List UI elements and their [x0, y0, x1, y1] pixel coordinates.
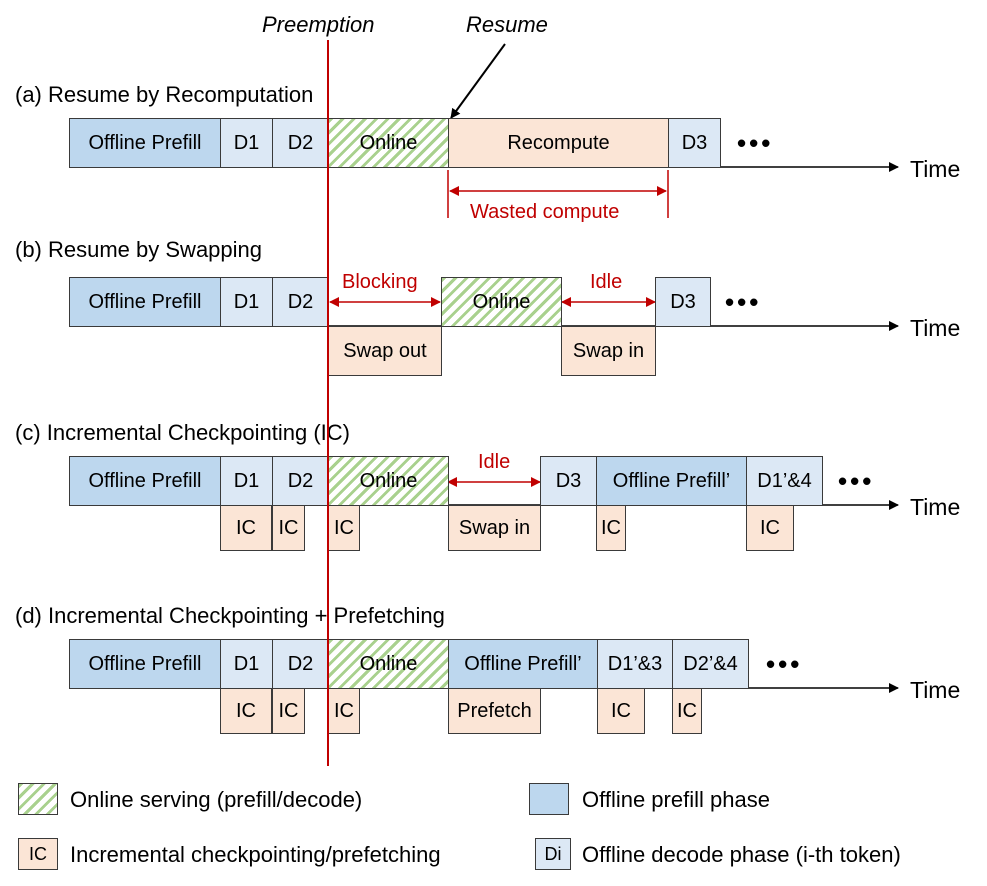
row-c-ic-1: IC	[220, 505, 272, 551]
row-a-time-label: Time	[910, 156, 961, 182]
legend-ic-label: Incremental checkpointing/prefetching	[70, 842, 441, 867]
row-d-ellipsis: •••	[766, 649, 803, 679]
row-b-title: (b) Resume by Swapping	[15, 237, 263, 262]
row-d-time-label: Time	[910, 677, 961, 703]
blocking-label: Blocking	[342, 271, 418, 293]
row-d-d1-prime-3: D1’&3	[597, 639, 673, 689]
legend-offline-prefill-swatch	[529, 783, 569, 815]
row-d-d2-prime-4: D2’&4	[672, 639, 749, 689]
row-d-title: (d) Incremental Checkpointing + Prefetch…	[15, 603, 445, 628]
row-a-offline-prefill: Offline Prefill	[69, 118, 221, 168]
row-c-ic-3: IC	[328, 505, 360, 551]
row-a-d3: D3	[668, 118, 721, 168]
row-c-offline-prefill: Offline Prefill	[69, 456, 221, 506]
legend-online-swatch	[18, 783, 58, 815]
row-b-online: Online	[441, 277, 562, 327]
row-d-offline-prefill: Offline Prefill	[69, 639, 221, 689]
row-b-d2: D2	[272, 277, 329, 327]
row-b-offline-prefill: Offline Prefill	[69, 277, 221, 327]
row-a-d1: D1	[220, 118, 273, 168]
row-c-offline-prefill-prime: Offline Prefill’	[596, 456, 747, 506]
row-c-online: Online	[328, 456, 449, 506]
row-a-ellipsis: •••	[737, 128, 774, 158]
legend-ic-swatch: IC	[18, 838, 58, 870]
preemption-label: Preemption	[262, 12, 375, 37]
row-a-title: (a) Resume by Recomputation	[15, 82, 314, 107]
row-d-offline-prefill-prime: Offline Prefill’	[448, 639, 598, 689]
row-d-ic-5: IC	[672, 688, 702, 734]
wasted-compute-label: Wasted compute	[470, 201, 620, 223]
row-b-time-label: Time	[910, 315, 961, 341]
row-d-ic-4: IC	[597, 688, 645, 734]
row-d-ic-1: IC	[220, 688, 272, 734]
row-b-d3: D3	[655, 277, 711, 327]
row-c-time-label: Time	[910, 494, 961, 520]
row-c-ic-4: IC	[596, 505, 626, 551]
row-b-ellipsis: •••	[725, 287, 762, 317]
legend-di-swatch: Di	[535, 838, 571, 870]
row-c-ic-5: IC	[746, 505, 794, 551]
legend-offline-prefill-label: Offline prefill phase	[582, 787, 770, 812]
legend-decode-label: Offline decode phase (i-th token)	[582, 842, 901, 867]
idle-label-b: Idle	[590, 271, 623, 293]
row-a-recompute: Recompute	[448, 118, 669, 168]
row-b-d1: D1	[220, 277, 273, 327]
row-d-d1: D1	[220, 639, 273, 689]
row-c-ellipsis: •••	[838, 466, 875, 496]
row-c-swap-in: Swap in	[448, 505, 541, 551]
row-b-swap-in: Swap in	[561, 326, 656, 376]
row-a-online: Online	[328, 118, 449, 168]
row-c-d1-prime-4: D1’&4	[746, 456, 823, 506]
resume-label: Resume	[466, 12, 548, 37]
row-b-swap-out: Swap out	[328, 326, 442, 376]
resume-arrow	[450, 43, 506, 119]
row-d-prefetch: Prefetch	[448, 688, 541, 734]
row-c-title: (c) Incremental Checkpointing (IC)	[15, 420, 351, 445]
row-a-d2: D2	[272, 118, 329, 168]
row-d-ic-2: IC	[272, 688, 305, 734]
legend-online-label: Online serving (prefill/decode)	[70, 787, 363, 812]
row-d-online: Online	[328, 639, 449, 689]
row-c-ic-2: IC	[272, 505, 305, 551]
idle-label-c: Idle	[478, 451, 511, 473]
